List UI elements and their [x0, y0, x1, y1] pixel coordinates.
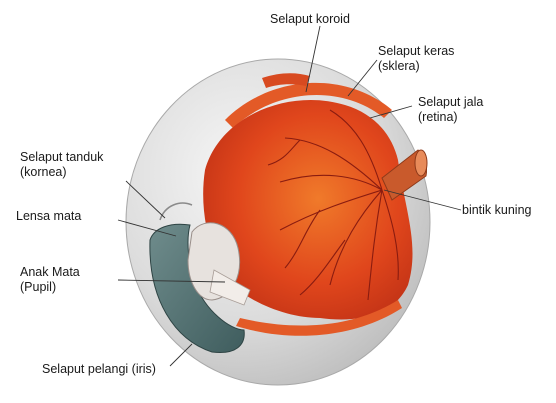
label-retina: Selaput jala (retina) — [418, 95, 483, 125]
label-cornea-line1: Selaput tanduk — [20, 150, 103, 165]
label-cornea: Selaput tanduk (kornea) — [20, 150, 103, 180]
label-retina-line2: (retina) — [418, 110, 483, 125]
label-pupil-line1: Anak Mata — [20, 265, 80, 280]
label-macula: bintik kuning — [462, 203, 532, 218]
label-sclera-line2: (sklera) — [378, 59, 454, 74]
label-sclera: Selaput keras (sklera) — [378, 44, 454, 74]
label-lens: Lensa mata — [16, 209, 81, 224]
label-cornea-line2: (kornea) — [20, 165, 103, 180]
label-pupil-line2: (Pupil) — [20, 280, 80, 295]
label-pupil: Anak Mata (Pupil) — [20, 265, 80, 295]
label-retina-line1: Selaput jala — [418, 95, 483, 110]
label-iris: Selaput pelangi (iris) — [42, 362, 156, 377]
label-sclera-line1: Selaput keras — [378, 44, 454, 59]
label-choroid: Selaput koroid — [270, 12, 350, 27]
